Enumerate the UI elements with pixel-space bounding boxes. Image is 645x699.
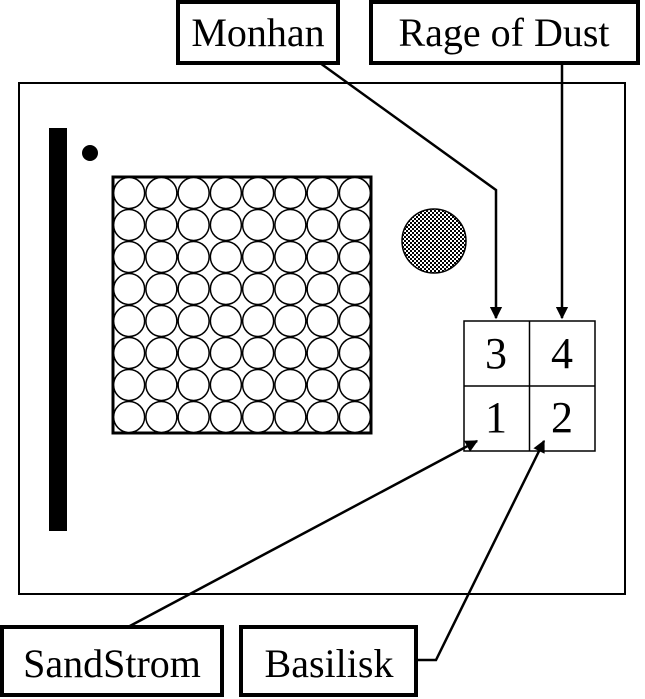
pellet — [274, 368, 307, 402]
arrow-monhan — [319, 61, 503, 320]
pellet — [177, 336, 210, 370]
pellet — [145, 304, 178, 338]
pellet — [241, 272, 275, 306]
label-monhan: Monhan — [176, 0, 340, 65]
pellet — [145, 208, 178, 242]
grid-cell-bottom-right: 2 — [551, 393, 573, 442]
pellet — [145, 400, 178, 434]
pellet — [241, 336, 275, 370]
pellet — [112, 304, 146, 338]
pellet — [338, 304, 372, 338]
pellet — [112, 176, 146, 210]
pellet — [306, 176, 339, 210]
pellet — [338, 208, 372, 242]
pellet — [241, 368, 275, 402]
pellet — [112, 400, 146, 434]
pellet — [145, 272, 178, 306]
hatched-circle — [401, 208, 467, 274]
pellet — [112, 336, 146, 370]
pellet — [241, 176, 275, 210]
arrow-basilisk — [416, 439, 546, 662]
pellet — [112, 240, 146, 274]
pellet — [274, 176, 307, 210]
pellet — [209, 240, 243, 274]
pellet — [209, 272, 243, 306]
pellet — [209, 304, 243, 338]
label-sandstrom: SandStrom — [0, 625, 224, 697]
pellet — [177, 400, 210, 434]
pellet — [241, 208, 275, 242]
pellet — [338, 240, 372, 274]
grid-cell-top-left: 3 — [485, 329, 507, 378]
pellet — [241, 400, 275, 434]
pellet — [306, 368, 339, 402]
label-rage-of-dust-text: Rage of Dust — [398, 10, 609, 55]
arrow-sandstrom — [127, 439, 479, 629]
arena-border — [18, 82, 626, 595]
pellet — [338, 400, 372, 434]
pellet — [145, 336, 178, 370]
pellet — [338, 272, 372, 306]
pellet — [274, 304, 307, 338]
label-rage-of-dust: Rage of Dust — [369, 0, 640, 65]
pellet — [209, 400, 243, 434]
pellet — [241, 240, 275, 274]
pellet — [112, 272, 146, 306]
pellet — [274, 272, 307, 306]
pellet — [306, 208, 339, 242]
pellet — [338, 336, 372, 370]
pellet — [306, 272, 339, 306]
pellet — [177, 368, 210, 402]
label-basilisk-box — [239, 625, 418, 697]
label-monhan-text: Monhan — [191, 10, 324, 55]
small-dot — [82, 145, 98, 161]
pellet — [306, 240, 339, 274]
pellet — [177, 208, 210, 242]
pellet — [306, 336, 339, 370]
pellet — [274, 240, 307, 274]
label-basilisk-text: Basilisk — [265, 641, 394, 686]
pellet — [274, 336, 307, 370]
pellet — [145, 240, 178, 274]
pellet — [338, 368, 372, 402]
numbered-grid: 3 4 1 2 — [463, 320, 596, 452]
label-rage-of-dust-box — [369, 0, 640, 65]
label-sandstrom-text: SandStrom — [23, 641, 201, 686]
pellet-grid — [111, 175, 373, 435]
label-basilisk: Basilisk — [239, 625, 418, 697]
pellet — [274, 208, 307, 242]
pellet — [145, 368, 178, 402]
label-sandstrom-box — [0, 625, 224, 697]
pellet — [177, 272, 210, 306]
grid-cell-bottom-left: 1 — [485, 393, 507, 442]
pellet — [177, 176, 210, 210]
pellet — [209, 336, 243, 370]
pellet — [145, 176, 178, 210]
pellet — [306, 400, 339, 434]
pellet — [241, 304, 275, 338]
pellet — [338, 176, 372, 210]
pellet — [112, 208, 146, 242]
pellet — [306, 304, 339, 338]
pellet — [177, 304, 210, 338]
grid-cell-top-right: 4 — [551, 329, 573, 378]
pellet — [209, 176, 243, 210]
pellet — [177, 240, 210, 274]
label-monhan-box — [176, 0, 340, 65]
pellet — [209, 208, 243, 242]
pellet — [274, 400, 307, 434]
pellet — [209, 368, 243, 402]
pellet — [112, 368, 146, 402]
wall-bar — [49, 128, 67, 531]
